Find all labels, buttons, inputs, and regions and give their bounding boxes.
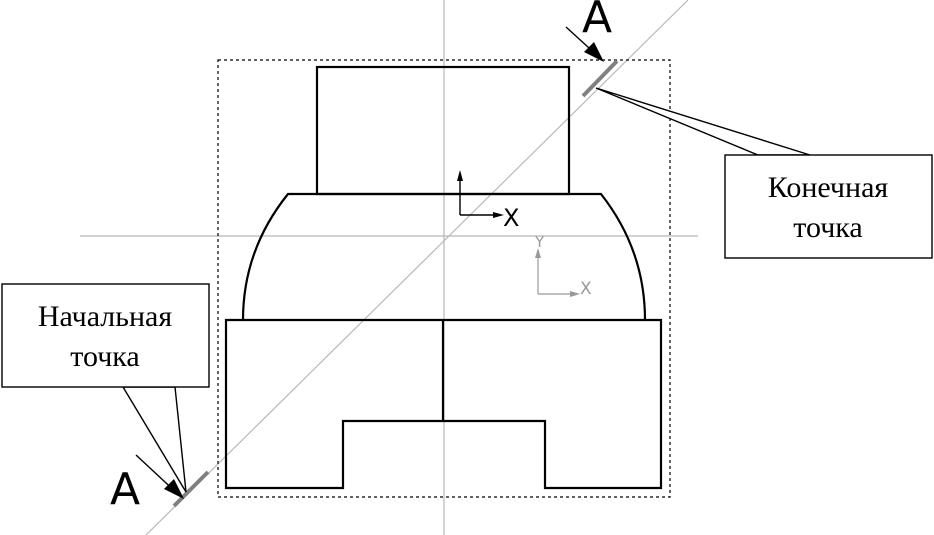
section-arrowhead-bottom (164, 479, 184, 499)
part-outline (224, 65, 663, 490)
main-x-label: X (503, 204, 519, 232)
start-point-callout-box (1, 283, 210, 388)
end-point-leader (595, 87, 811, 156)
secondary-axes (535, 248, 580, 297)
section-mark-bottom (172, 470, 210, 508)
main-axes (457, 170, 504, 218)
end-point-callout-line1: Конечная (768, 171, 889, 204)
part-top-block (315, 65, 571, 196)
secondary-y-label: Y (534, 233, 545, 251)
part-middle-dome (241, 192, 647, 321)
section-arrowhead-top (584, 42, 604, 62)
section-letter-top: А (582, 0, 612, 43)
secondary-x-label: X (580, 279, 592, 299)
section-line (145, 0, 689, 535)
end-point-callout-box (724, 154, 933, 259)
start-point-callout-line2: точка (70, 340, 139, 373)
section-mark-top (581, 59, 619, 98)
end-point-callout-line2: точка (793, 211, 862, 244)
section-letter-bottom: А (110, 464, 140, 515)
start-point-callout-line1: Начальная (38, 300, 172, 333)
part-base (224, 318, 663, 490)
